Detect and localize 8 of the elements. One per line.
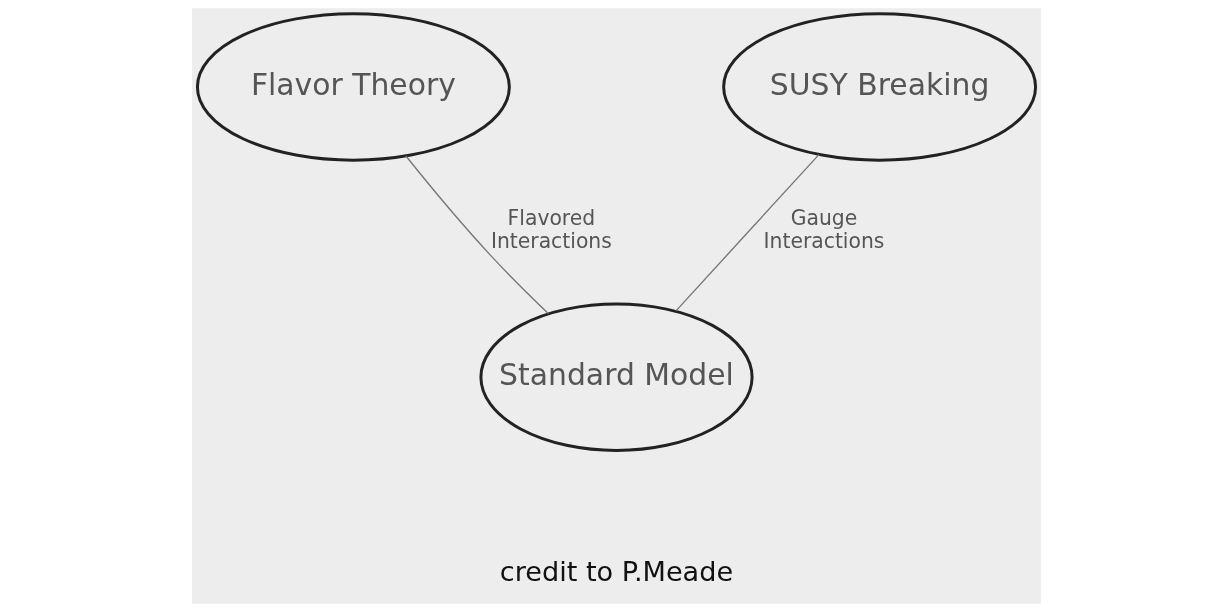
node-ellipse: Flavor Theory [195, 12, 511, 162]
edge-label: Flavored Interactions [490, 206, 612, 254]
node-ellipse: SUSY Breaking [721, 12, 1037, 162]
connector [404, 155, 549, 315]
connector [674, 153, 820, 312]
node-ellipse: Standard Model [478, 302, 754, 452]
edge-label: Gauge Interactions [763, 206, 884, 254]
label: credit to P.Meade [499, 555, 733, 587]
